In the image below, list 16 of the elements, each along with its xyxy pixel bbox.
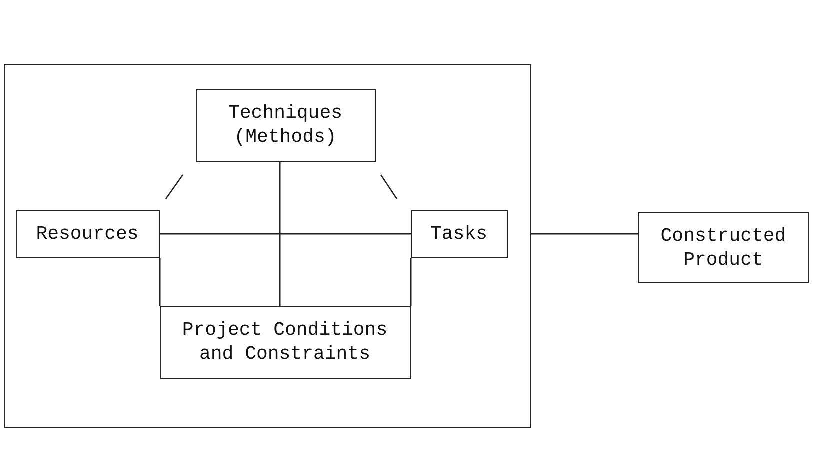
process-box: [160, 306, 410, 378]
process-box: [16, 210, 160, 258]
boundary-frame: [4, 64, 531, 428]
node-label: Resources: [36, 222, 139, 246]
connector-line: [159, 258, 161, 306]
process-box: [196, 88, 376, 162]
connector-line: [279, 162, 281, 306]
node-label: Techniques (Methods): [227, 101, 344, 149]
node-label: Project Conditions and Constraints: [181, 318, 389, 366]
connector-line: [410, 258, 412, 306]
node-label: Constructed Product: [660, 224, 788, 272]
connector-line: [531, 233, 638, 235]
node-label: Tasks: [430, 222, 488, 246]
connector-line: [160, 233, 411, 235]
process-box: [638, 212, 809, 283]
process-box: [410, 210, 508, 258]
